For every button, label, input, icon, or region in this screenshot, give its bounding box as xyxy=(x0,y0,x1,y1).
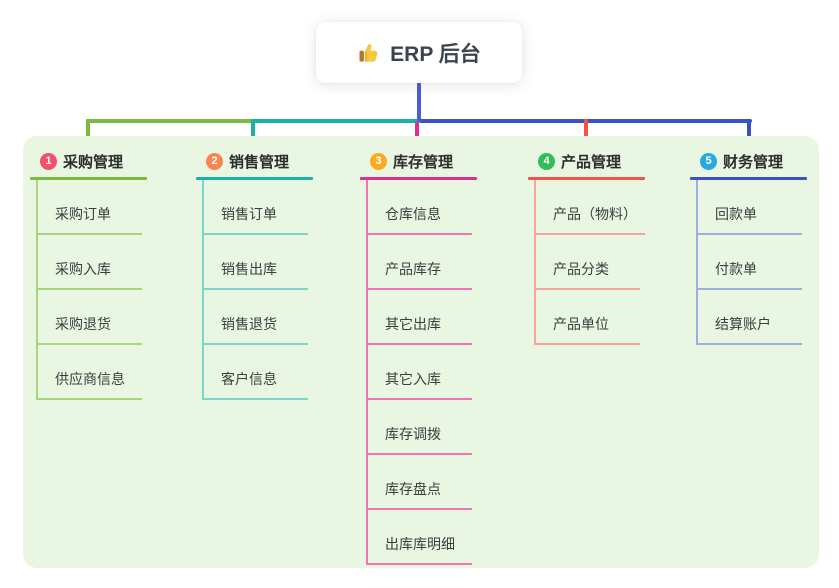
item-label: 其它出库 xyxy=(385,316,441,332)
branch-title-node[interactable]: 4 产品管理 xyxy=(528,148,645,174)
connector-branch2-drop xyxy=(251,119,255,148)
branch-title-label: 财务管理 xyxy=(723,153,784,171)
branch-title-node[interactable]: 5 财务管理 xyxy=(690,148,807,174)
branch-number-badge: 1 xyxy=(40,152,57,170)
branch-title-label: 库存管理 xyxy=(393,153,454,171)
branch-items: 采购订单采购入库采购退货供应商信息 xyxy=(36,180,142,400)
item-label: 产品库存 xyxy=(385,261,441,277)
item-label: 库存盘点 xyxy=(385,481,441,497)
connector-branch5-drop xyxy=(747,119,751,148)
thumbs-up-icon xyxy=(357,41,380,64)
branch-items: 回款单付款单结算账户 xyxy=(696,180,802,345)
branch-title-node[interactable]: 1 采购管理 xyxy=(30,148,147,174)
item-node[interactable]: 产品分类 xyxy=(536,235,640,290)
item-node[interactable]: 销售订单 xyxy=(204,180,308,235)
item-node[interactable]: 仓库信息 xyxy=(368,180,472,235)
branch: 4 产品管理 产品（物料） 产品分类产品单位 xyxy=(528,148,645,345)
item-label: 销售出库 xyxy=(221,261,277,277)
item-label: 销售退货 xyxy=(221,316,277,332)
mindmap-panel: 1 采购管理 采购订单采购入库采购退货供应商信息 2 销售管理 销售订单销售出库… xyxy=(23,136,819,568)
branch-number-badge: 3 xyxy=(370,152,387,170)
branch-underline xyxy=(30,177,147,180)
branch-title-label: 产品管理 xyxy=(561,153,622,171)
root-node-label: ERP 后台 xyxy=(390,42,481,66)
item-node[interactable]: 库存盘点 xyxy=(368,455,472,510)
connector-root-stem xyxy=(417,80,421,122)
item-label: 产品分类 xyxy=(553,261,609,277)
branch-underline xyxy=(528,177,645,180)
item-label: 仓库信息 xyxy=(385,206,441,222)
item-node[interactable]: 销售出库 xyxy=(204,235,308,290)
item-label: 结算账户 xyxy=(715,316,771,332)
item-label: 付款单 xyxy=(715,261,757,277)
branch-title-label: 销售管理 xyxy=(229,153,290,171)
item-node[interactable]: 库存调拨 xyxy=(368,400,472,455)
item-node[interactable]: 出库库明细 xyxy=(368,510,472,565)
root-node[interactable]: ERP 后台 xyxy=(316,22,522,83)
branch-underline xyxy=(196,177,313,180)
connector-branch4-drop xyxy=(584,119,588,148)
item-label: 采购入库 xyxy=(55,261,111,277)
item-node[interactable]: 采购入库 xyxy=(38,235,142,290)
item-node[interactable]: 采购退货 xyxy=(38,290,142,345)
branch-items: 销售订单销售出库销售退货客户信息 xyxy=(202,180,308,400)
branch-items: 产品（物料） 产品分类产品单位 xyxy=(534,180,645,345)
item-node[interactable]: 付款单 xyxy=(698,235,802,290)
item-node[interactable]: 回款单 xyxy=(698,180,802,235)
branch: 2 销售管理 销售订单销售出库销售退货客户信息 xyxy=(196,148,313,400)
branch-items: 仓库信息产品库存其它出库其它入库库存调拨库存盘点出库库明细 xyxy=(366,180,472,565)
connector-branch3-drop xyxy=(415,122,419,148)
connector-branch1-drop xyxy=(86,119,90,148)
item-label: 客户信息 xyxy=(221,371,277,387)
branch-underline xyxy=(690,177,807,180)
item-node[interactable]: 产品库存 xyxy=(368,235,472,290)
item-label: 回款单 xyxy=(715,206,757,222)
item-label: 采购订单 xyxy=(55,206,111,222)
item-label: 库存调拨 xyxy=(385,426,441,442)
item-label: 供应商信息 xyxy=(55,371,125,387)
item-node[interactable]: 客户信息 xyxy=(204,345,308,400)
branch: 1 采购管理 采购订单采购入库采购退货供应商信息 xyxy=(30,148,147,400)
item-label: 其它入库 xyxy=(385,371,441,387)
branch: 3 库存管理 仓库信息产品库存其它出库其它入库库存调拨库存盘点出库库明细 xyxy=(360,148,477,565)
branch-title-label: 采购管理 xyxy=(63,153,124,171)
item-node[interactable]: 销售退货 xyxy=(204,290,308,345)
item-label: 产品（物料） xyxy=(553,206,637,222)
item-node[interactable]: 产品（物料） xyxy=(536,180,645,235)
item-node[interactable]: 其它入库 xyxy=(368,345,472,400)
connector-branch2-horizontal xyxy=(251,119,419,123)
branch-number-badge: 5 xyxy=(700,152,717,170)
item-label: 产品单位 xyxy=(553,316,609,332)
item-node[interactable]: 产品单位 xyxy=(536,290,640,345)
branch-underline xyxy=(360,177,477,180)
branch: 5 财务管理 回款单付款单结算账户 xyxy=(690,148,807,345)
item-node[interactable]: 采购订单 xyxy=(38,180,142,235)
item-node[interactable]: 其它出库 xyxy=(368,290,472,345)
item-label: 出库库明细 xyxy=(385,536,455,552)
branch-number-badge: 2 xyxy=(206,152,223,170)
branch-number-badge: 4 xyxy=(538,152,555,170)
branch-title-node[interactable]: 3 库存管理 xyxy=(360,148,477,174)
item-node[interactable]: 结算账户 xyxy=(698,290,802,345)
branch-title-node[interactable]: 2 销售管理 xyxy=(196,148,313,174)
item-label: 采购退货 xyxy=(55,316,111,332)
item-label: 销售订单 xyxy=(221,206,277,222)
item-node[interactable]: 供应商信息 xyxy=(38,345,142,400)
